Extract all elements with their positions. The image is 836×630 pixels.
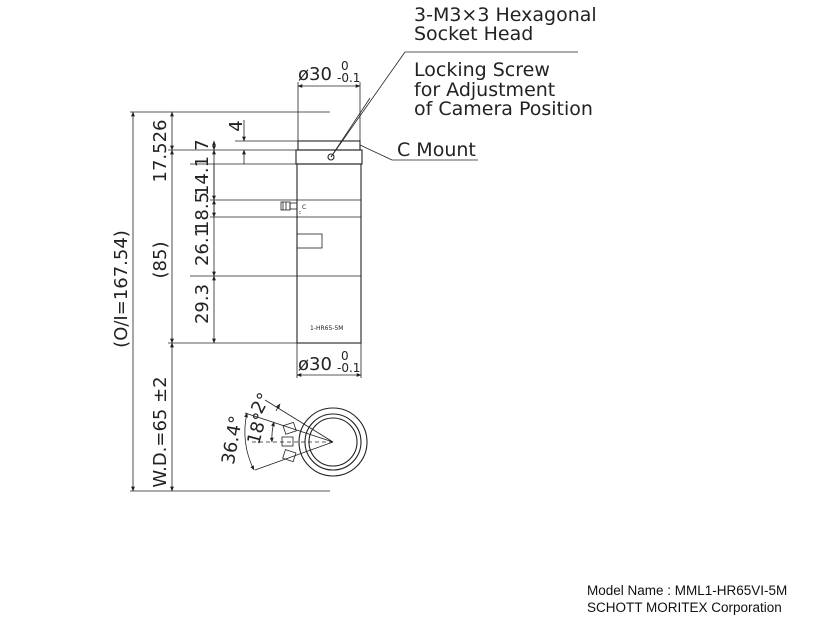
dim-17526-label: 17.526 (150, 120, 171, 183)
dim-141-label: 14.1 (192, 156, 213, 196)
title-block: Model Name : MML1-HR65VI-5M SCHOTT MORIT… (587, 582, 787, 616)
lens-side-view: C 1-HR65-5M (280, 140, 363, 344)
dim-293-label: 29.3 (192, 284, 213, 324)
diameter-labels: ø30 0 -0.1 ø30 0 -0.1 (298, 59, 360, 375)
outer-barrel-circle (298, 407, 368, 477)
diameter-top-label: ø30 (298, 64, 332, 85)
model-name: Model Name : MML1-HR65VI-5M (587, 583, 788, 598)
lens-end-view: 36.4° 18° 2° (218, 389, 368, 477)
end-view-screw-icons (281, 421, 297, 463)
locking-screw-callout-line1: Locking Screw (414, 59, 550, 81)
hex-socket-callout-line1: 3-M3×3 Hexagonal (414, 4, 597, 26)
working-distance-label: W.D.=65 ±2 (150, 376, 171, 487)
company-name: SCHOTT MORITEX Corporation (587, 600, 782, 615)
dim-185-label: 18.5 (192, 192, 213, 232)
focus-window (296, 233, 323, 249)
callouts: 3-M3×3 Hexagonal Socket Head Locking Scr… (397, 4, 597, 161)
dim-261-label: 26.1 (192, 226, 213, 266)
c-mount-callout: C Mount (397, 139, 476, 161)
extension-lines (130, 82, 362, 492)
diameter-bottom-tol-upper: 0 (341, 349, 349, 363)
vertical-dimension-labels: (O/I=167.54) 17.526 (85) W.D.=65 ±2 4 7 … (111, 120, 247, 488)
lens-label: 1-HR65-5M (310, 325, 343, 332)
scale-mark: C (302, 204, 306, 211)
c-mount-flange (297, 140, 361, 151)
locking-screw-callout-line3: of Camera Position (414, 98, 593, 120)
diameter-top-tol-upper: 0 (341, 59, 349, 73)
hex-socket-callout-line2: Socket Head (414, 23, 533, 45)
diameter-bottom-tol-lower: -0.1 (337, 361, 360, 375)
diameter-top-tol-lower: -0.1 (337, 71, 360, 85)
locking-screw-callout-line2: for Adjustment (414, 79, 555, 101)
dim-4-label: 4 (226, 120, 247, 131)
lens-barrel (296, 163, 362, 344)
angle-18-label: 18° (243, 410, 272, 446)
dimension-lines (131, 84, 362, 492)
locking-screw-icon (280, 201, 291, 211)
leader-lines (330, 51, 578, 161)
oi-label: (O/I=167.54) (111, 230, 132, 348)
hexagonal-socket-head-icon (327, 153, 335, 161)
dim-85-label: (85) (150, 242, 171, 279)
diameter-bottom-label: ø30 (298, 354, 332, 375)
dim-7-label: 7 (192, 139, 213, 150)
locking-ring (295, 149, 363, 165)
